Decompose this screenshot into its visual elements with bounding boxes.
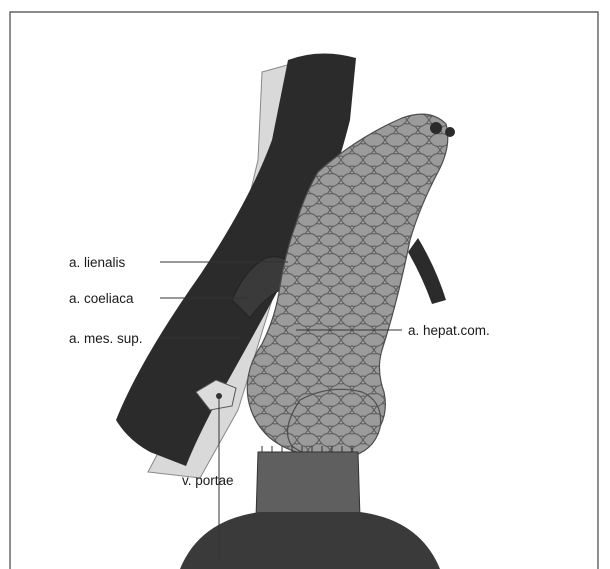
label-coeliaca: a. coeliaca	[69, 291, 134, 306]
tail-tip-2	[445, 127, 455, 137]
label-mes-sup: a. mes. sup.	[69, 331, 143, 346]
duodenum	[256, 452, 360, 518]
pancreas-head	[288, 389, 381, 458]
tail-tip-1	[430, 122, 442, 134]
vessel-tail-right	[408, 238, 446, 304]
label-portae: v. portae	[182, 473, 234, 488]
label-hepat-com: a. hepat.com.	[408, 323, 490, 338]
label-lienalis: a. lienalis	[69, 255, 126, 270]
